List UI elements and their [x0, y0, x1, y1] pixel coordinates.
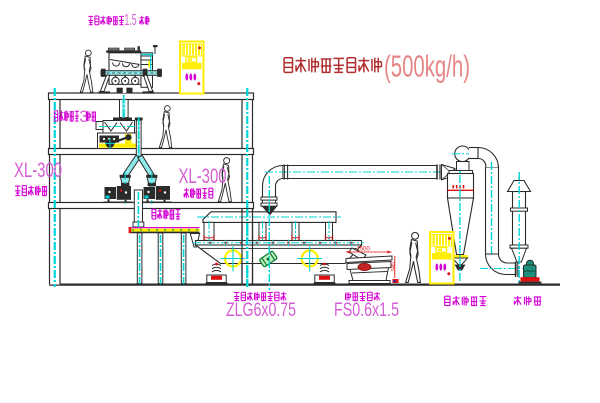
svg-text:1500: 1500: [357, 247, 371, 253]
svg-text:ZLG6x0.75: ZLG6x0.75: [226, 300, 296, 321]
svg-text:3: 3: [79, 107, 88, 126]
svg-text:(500kg/h): (500kg/h): [384, 49, 470, 84]
svg-text:545: 545: [391, 262, 397, 271]
svg-text:XL-300: XL-300: [179, 165, 227, 188]
svg-text:1.5: 1.5: [125, 12, 137, 29]
svg-text:XL-300: XL-300: [14, 159, 62, 182]
svg-text:FS0.6x1.5: FS0.6x1.5: [334, 300, 399, 321]
